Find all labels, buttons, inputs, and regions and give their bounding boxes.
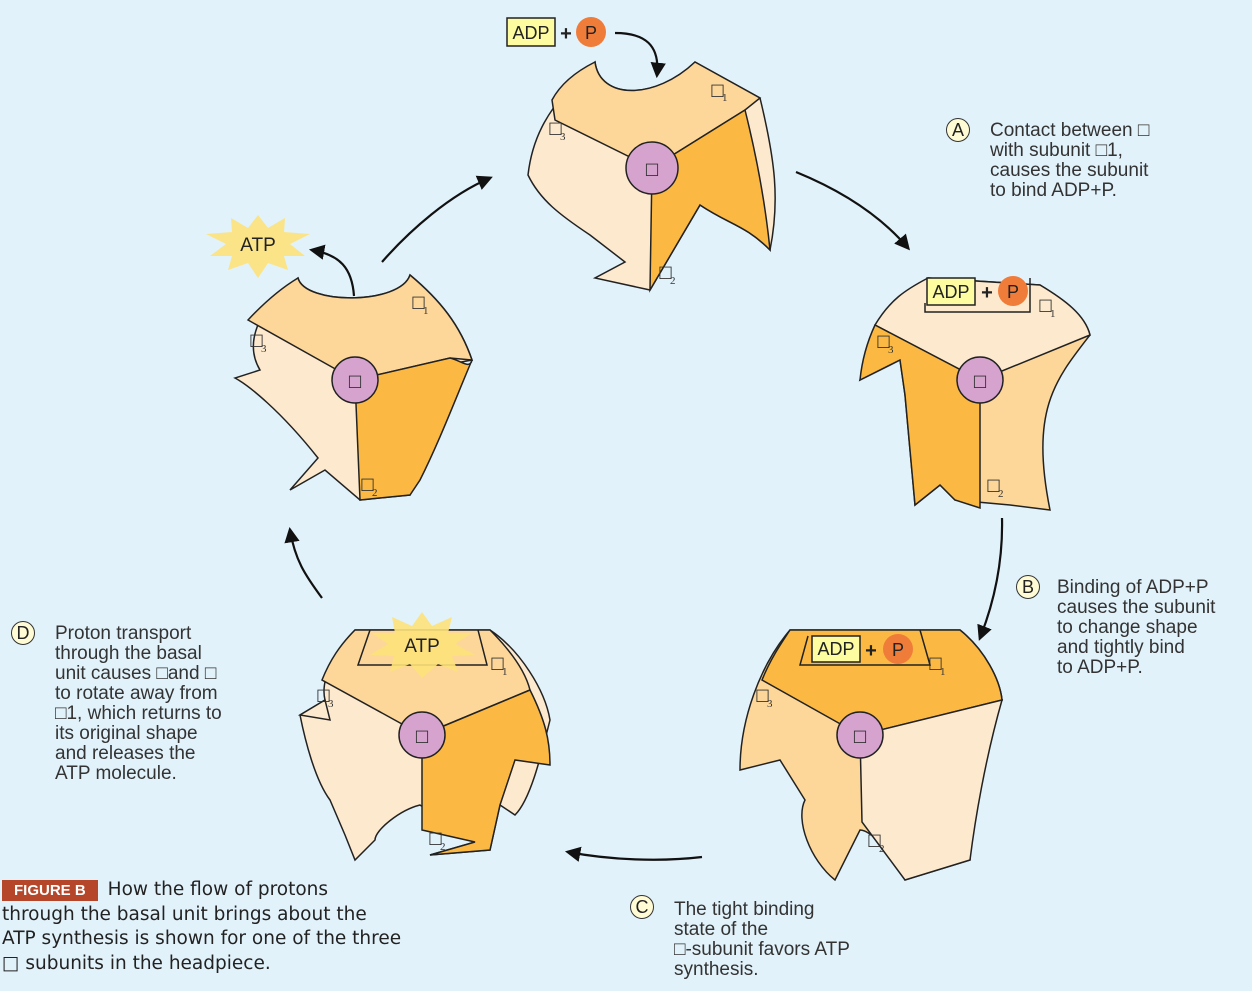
step-d-line: □1, which returns to	[55, 704, 222, 724]
phosphate-label: P	[1007, 282, 1019, 302]
step-d-line: to rotate away from	[55, 684, 222, 704]
arrow-atp-release	[312, 250, 354, 296]
beta1-subscript: 1	[423, 305, 429, 317]
adp-label: ADP	[817, 639, 854, 659]
arrow-adp-binding	[615, 33, 657, 75]
gamma-label: □	[972, 371, 987, 390]
step-b-line: Binding of ADP+P	[1057, 578, 1215, 598]
headpiece-left-upper: □ □ 1 □ 3 □ 2	[235, 275, 472, 500]
phosphate-label: P	[585, 23, 597, 43]
plus-sign: +	[981, 282, 993, 304]
gamma-label: □	[852, 726, 867, 745]
beta2-subscript: 2	[440, 841, 446, 853]
cycle-arrow-top-to-right	[796, 172, 908, 248]
step-a-badge: A	[946, 118, 970, 142]
headpiece-right-lower: □ □ 1 □ 3 □ 2	[740, 630, 1002, 880]
beta3-subscript: 3	[261, 343, 267, 355]
headpiece-right-upper: □ □ 1 □ 3 □ 2	[860, 278, 1090, 510]
phosphate-label: P	[892, 640, 904, 660]
step-a-line: with subunit □1,	[990, 141, 1149, 161]
step-d-line: ATP molecule.	[55, 764, 222, 784]
beta3-subscript: 3	[888, 344, 894, 356]
beta1-subscript: 1	[1050, 308, 1056, 320]
figure-label: FIGURE B	[2, 880, 98, 901]
step-c-line: □-subunit favors ATP	[674, 940, 850, 960]
beta3-subscript: 3	[767, 698, 773, 710]
step-d-line: its original shape	[55, 724, 222, 744]
step-c-line: synthesis.	[674, 960, 850, 980]
beta2-subscript: 2	[879, 843, 885, 855]
adp-label: ADP	[512, 23, 549, 43]
step-d-line: through the basal	[55, 644, 222, 664]
beta3-subscript: 3	[560, 131, 566, 143]
gamma-label: □	[347, 371, 362, 390]
step-d-line: Proton transport	[55, 624, 222, 644]
cycle-arrow-left-up	[290, 530, 322, 598]
step-b-badge: B	[1016, 575, 1040, 599]
plus-sign: +	[865, 640, 877, 662]
step-b-text: Binding of ADP+P causes the subunit to c…	[1057, 578, 1215, 678]
step-b-line: to change shape	[1057, 618, 1215, 638]
beta2-subscript: 2	[670, 275, 676, 287]
atp-label: ATP	[404, 636, 440, 657]
adp-label: ADP	[932, 282, 969, 302]
step-d-text: Proton transport through the basal unit …	[55, 624, 222, 784]
step-d-line: unit causes □and □	[55, 664, 222, 684]
step-c-badge: C	[630, 895, 654, 919]
step-a-line: Contact between □	[990, 121, 1149, 141]
gamma-label: □	[644, 159, 659, 178]
beta3-subscript: 3	[328, 698, 334, 710]
step-b-line: causes the subunit	[1057, 598, 1215, 618]
adp-p-top: ADP + P	[507, 17, 606, 47]
step-c-line: The tight binding	[674, 900, 850, 920]
step-d-badge: D	[11, 621, 35, 645]
plus-sign: +	[560, 23, 572, 45]
atp-starburst-released: ATP	[206, 215, 310, 278]
step-a-text: Contact between □ with subunit □1, cause…	[990, 121, 1149, 201]
step-b-line: to ADP+P.	[1057, 658, 1215, 678]
beta1-subscript: 1	[940, 666, 946, 678]
atp-label: ATP	[240, 235, 276, 256]
beta2-subscript: 2	[372, 487, 378, 499]
step-d-line: and releases the	[55, 744, 222, 764]
cycle-arrow-right-down	[980, 518, 1002, 638]
beta1-subscript: 1	[502, 666, 508, 678]
cycle-arrow-bottom	[568, 852, 702, 860]
step-c-text: The tight binding state of the □-subunit…	[674, 900, 850, 980]
gamma-label: □	[414, 726, 429, 745]
step-c-line: state of the	[674, 920, 850, 940]
step-a-line: to bind ADP+P.	[990, 181, 1149, 201]
cycle-arrow-left-to-top	[382, 178, 490, 262]
step-b-line: and tightly bind	[1057, 638, 1215, 658]
headpiece-top: □ □ 1 □ 3 □ 2	[528, 62, 775, 290]
beta1-subscript: 1	[722, 92, 728, 104]
beta2-subscript: 2	[998, 488, 1004, 500]
step-a-line: causes the subunit	[990, 161, 1149, 181]
